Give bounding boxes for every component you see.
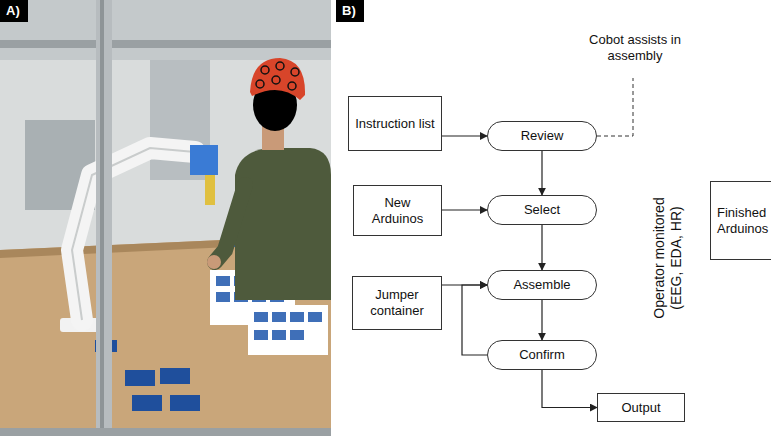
panel-tag: B) <box>336 0 364 22</box>
node-text: Confirm <box>519 347 565 363</box>
instruction-sheet <box>248 305 328 355</box>
node-text: Select <box>524 202 560 218</box>
operator-arm <box>215 185 245 262</box>
output-box: Finished Arduinos <box>710 181 771 260</box>
flow-arrow <box>442 135 487 136</box>
annotation: Cobot assists in assembly <box>583 32 687 64</box>
flow-arrow <box>542 370 597 408</box>
photo-background <box>0 0 331 436</box>
process-step: Select <box>487 195 597 225</box>
node-text: Jumper container <box>359 287 435 319</box>
input-box: Instruction list <box>348 96 442 151</box>
node-text: Assemble <box>513 277 570 293</box>
process-step: Review <box>487 121 597 151</box>
input-box: New Arduinos <box>353 185 442 236</box>
node-text: Finished Arduinos <box>717 205 771 237</box>
flow-arrow <box>541 225 542 270</box>
flow-arrow <box>442 209 487 210</box>
flow-arrow <box>541 151 542 195</box>
node-text: Instruction list <box>355 116 434 132</box>
node-text: Output <box>621 400 660 416</box>
input-box: Jumper container <box>352 276 442 330</box>
aluminium-post <box>96 0 112 436</box>
operator-hand <box>207 255 221 269</box>
process-step: Confirm <box>487 340 597 370</box>
robot-arm <box>72 148 195 320</box>
operator-shirt <box>235 148 331 300</box>
gripper-finger <box>205 175 215 205</box>
output-box: Output <box>597 393 685 422</box>
robot-arm-shade <box>72 148 195 320</box>
flow-arrow <box>541 300 542 340</box>
ceiling-frame <box>0 0 331 60</box>
panel-tag: A) <box>0 0 28 22</box>
dashed-leader <box>597 78 633 136</box>
lab-photo <box>0 0 331 436</box>
node-text: New Arduinos <box>360 195 435 227</box>
process-step: Assemble <box>487 270 597 300</box>
eeg-electrodes <box>256 62 299 90</box>
post-groove <box>100 0 104 436</box>
aluminium-rail <box>0 40 331 48</box>
eeg-cap <box>250 58 305 100</box>
robot-gripper <box>190 145 218 175</box>
flow-arrow <box>462 285 487 355</box>
rotated-annotation: Operator monitored (EEG, EDA, HR) <box>650 191 684 326</box>
table-frame <box>0 428 331 436</box>
node-text: Review <box>521 128 564 144</box>
